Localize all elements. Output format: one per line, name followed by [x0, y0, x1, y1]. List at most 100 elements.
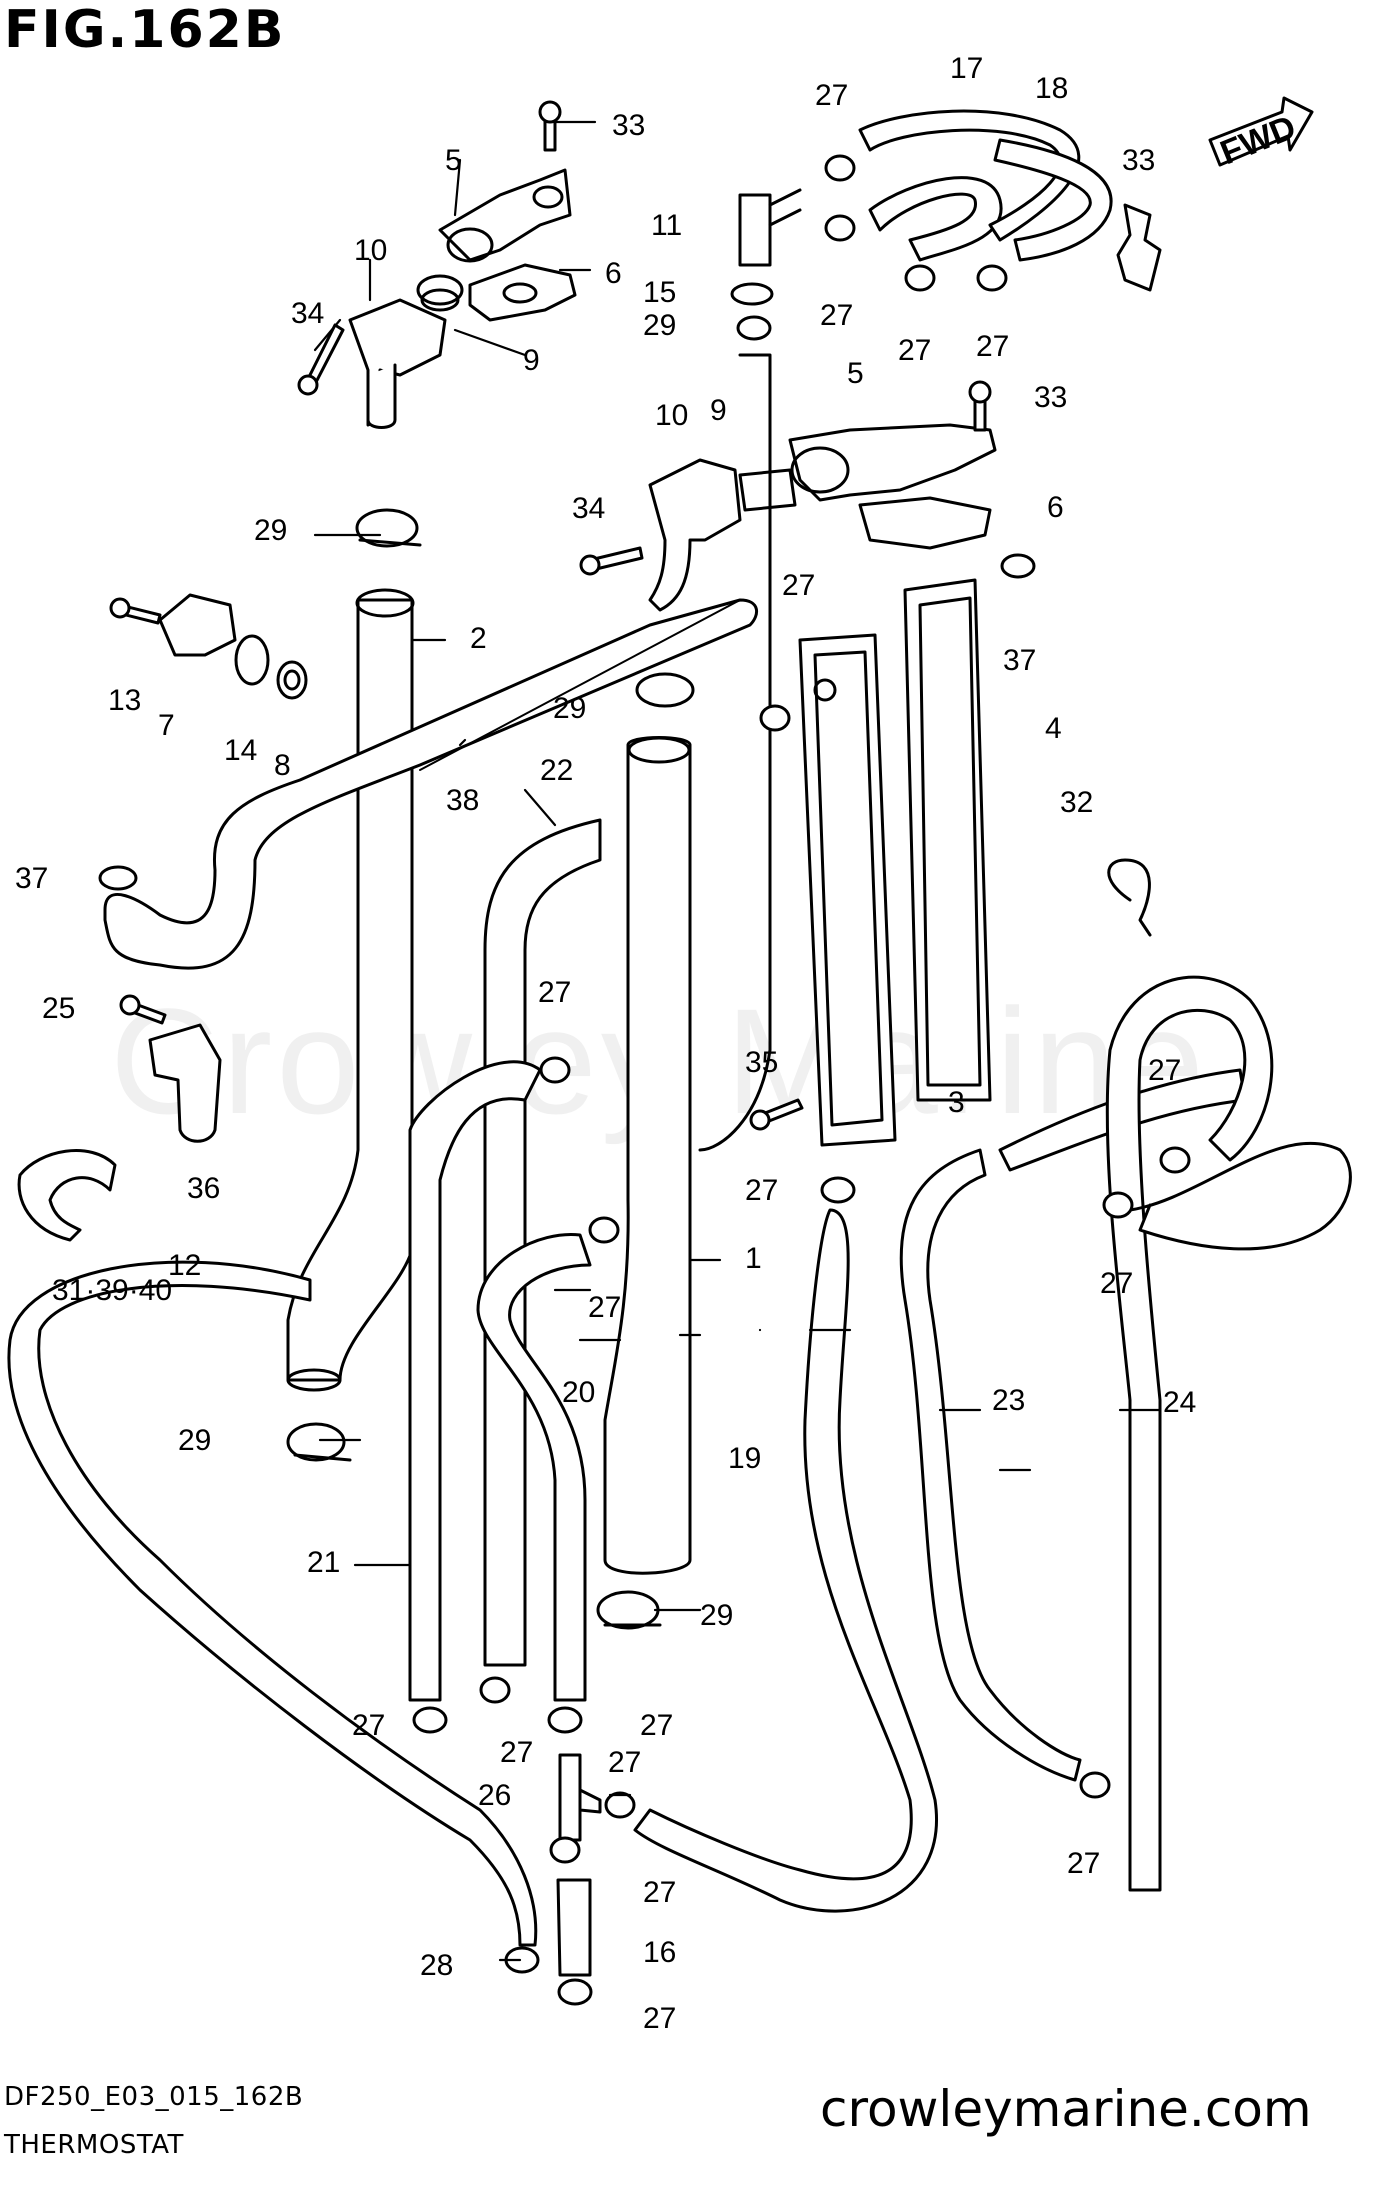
- clamp-27-l: [479, 1676, 511, 1704]
- connector-11: [738, 188, 802, 267]
- callout-24: 24: [1163, 1386, 1196, 1419]
- callout-27b: 27: [588, 1291, 621, 1324]
- callout-27q: 27: [1067, 1847, 1100, 1880]
- callout-35: 35: [745, 1046, 778, 1079]
- clamp-27-a: [824, 154, 856, 182]
- callout-3: 3: [948, 1086, 965, 1119]
- hose-22: [483, 818, 602, 1667]
- plug-8: [276, 660, 308, 700]
- callout-29d: 29: [700, 1599, 733, 1632]
- fwd-arrow-icon: [1208, 96, 1314, 167]
- website-url[interactable]: crowleymarine.com: [820, 2080, 1312, 2138]
- callout-7: 7: [158, 709, 175, 742]
- callout-27h: 27: [643, 2002, 676, 2035]
- callout-9b: 9: [710, 394, 727, 427]
- callout-25: 25: [42, 992, 75, 1025]
- joint-26: [558, 1753, 602, 1842]
- hose-19: [633, 1208, 938, 1913]
- callout-27a: 27: [538, 976, 571, 1009]
- clamp-28-a: [736, 315, 772, 341]
- clamp-27-p: [557, 1978, 593, 2006]
- figure-name: THERMOSTAT: [4, 2130, 184, 2160]
- clamp-27-o: [549, 1836, 581, 1864]
- clamp-30: [17, 1149, 117, 1242]
- clamp-29-a: [355, 508, 422, 548]
- bolt-34-mid: [579, 546, 644, 576]
- callout-6: 6: [605, 257, 622, 290]
- clip-32: [1116, 203, 1162, 292]
- hose-1: [603, 736, 692, 1575]
- callout-27i: 27: [815, 79, 848, 112]
- callout-34: 34: [291, 297, 324, 330]
- clamp-27-h: [820, 1176, 856, 1204]
- callout-9: 9: [523, 344, 540, 377]
- callout-27g: 27: [643, 1876, 676, 1909]
- cover-3: [798, 633, 897, 1147]
- bolt-33-top: [538, 100, 562, 152]
- clamp-27-j: [1102, 1191, 1134, 1219]
- callout-27l: 27: [976, 330, 1009, 363]
- clip-31-39-40: [1107, 858, 1152, 937]
- callout-29c: 29: [178, 1424, 211, 1457]
- callout-31-39-40: 32: [1060, 786, 1093, 819]
- callout-37b: 37: [1003, 644, 1036, 677]
- clamp-27-n: [604, 1791, 636, 1819]
- callout-27p: 27: [1100, 1267, 1133, 1300]
- hose-20: [476, 1232, 592, 1702]
- clamp-27-c: [904, 264, 936, 292]
- pipe-28: [698, 353, 772, 1152]
- callout-18: 18: [1035, 72, 1068, 105]
- clamp-27-k: [412, 1706, 448, 1734]
- callout-28: 28: [420, 1949, 453, 1982]
- thermostat-cover-5-top: [438, 168, 572, 263]
- callout-6b: 6: [1047, 491, 1064, 524]
- callout-1: 1: [745, 1242, 762, 1275]
- callout-27f: 27: [608, 1746, 641, 1779]
- bolt-25: [119, 994, 167, 1025]
- figure-title: FIG.162B: [4, 0, 286, 60]
- callout-10b: 10: [655, 399, 688, 432]
- callout-27n: 27: [745, 1174, 778, 1207]
- thermostat-9-top: [416, 274, 464, 312]
- callout-10: 10: [354, 234, 387, 267]
- elbow-10-mid: [648, 458, 742, 612]
- hose-21: [408, 1060, 542, 1702]
- washer-15: [730, 282, 774, 306]
- fwd-label: FWD: [1215, 108, 1301, 172]
- bolt-35: [749, 1098, 804, 1131]
- gasket-6-top: [468, 263, 577, 322]
- clamp-37-a: [98, 865, 138, 891]
- clamp-29-c: [286, 1422, 352, 1462]
- drawing-code: DF250_E03_015_162B: [4, 2082, 304, 2112]
- bolt-34-top: [297, 323, 345, 396]
- thermostat-cover-5-mid: [788, 423, 997, 502]
- leader-lines: [313, 120, 1162, 1962]
- callout-16: 16: [643, 1936, 676, 1969]
- callout-27k: 27: [898, 334, 931, 367]
- callout-17: 17: [950, 52, 983, 85]
- callout-37: 37: [15, 862, 48, 895]
- callout-15: 15: [643, 276, 676, 309]
- callout-29b: 29: [553, 692, 586, 725]
- callout-8: 8: [274, 749, 291, 782]
- bolt-13: [109, 597, 162, 625]
- callout-11: 11: [651, 209, 682, 242]
- callout-30: 31·39·40: [52, 1274, 172, 1307]
- callout-33b: 33: [1034, 381, 1067, 414]
- callout-32: 33: [1122, 144, 1155, 177]
- callout-27j: 27: [820, 299, 853, 332]
- hose-12: [7, 1260, 538, 1947]
- hose-24: [1105, 975, 1352, 1892]
- bracket-36: [148, 1023, 222, 1143]
- clamp-29-b: [635, 672, 695, 708]
- callout-33: 33: [612, 109, 645, 142]
- callout-27o: 27: [1148, 1054, 1181, 1087]
- callout-23: 23: [992, 1384, 1025, 1417]
- callout-13: 13: [108, 684, 141, 717]
- callout-36: 36: [187, 1172, 220, 1205]
- callout-22: 22: [540, 754, 573, 787]
- elbow-10-top: [348, 298, 447, 429]
- hose-38: [103, 598, 759, 970]
- bolt-33-mid: [968, 380, 992, 432]
